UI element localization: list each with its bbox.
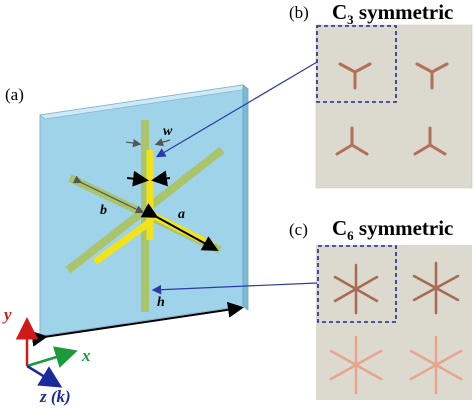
panel-b-label: (b) — [289, 3, 309, 22]
panel-c-title: C6 symmetric — [332, 216, 454, 244]
dimension-h — [30, 301, 244, 347]
param-b-label: b — [100, 203, 107, 218]
panel-b-title-main: C — [332, 0, 348, 24]
photo-c3 — [315, 24, 473, 189]
photo-c6 — [316, 245, 472, 400]
axis-z-label: z (k) — [40, 387, 71, 406]
panel-c-title-rest: symmetric — [353, 216, 454, 240]
dimension-b — [72, 175, 145, 214]
dimension-a — [140, 203, 219, 251]
axis-y-label: y — [4, 305, 12, 324]
panel-a-label: (a) — [5, 85, 24, 104]
pointer-lines — [151, 61, 318, 295]
axis-x-label: x — [82, 346, 91, 365]
param-a-label: a — [178, 207, 185, 222]
panel-c-label: (c) — [289, 220, 308, 239]
panel-c-title-sub: 6 — [347, 228, 354, 244]
coordinate-axes — [15, 317, 78, 388]
panel-b-title-rest: symmetric — [353, 0, 454, 24]
panel-b-title: C3 symmetric — [332, 0, 454, 28]
param-h-label: h — [157, 295, 165, 310]
panel-c-title-main: C — [332, 216, 348, 240]
panel-b-title-sub: 3 — [347, 12, 354, 28]
param-w-label: w — [163, 124, 173, 139]
